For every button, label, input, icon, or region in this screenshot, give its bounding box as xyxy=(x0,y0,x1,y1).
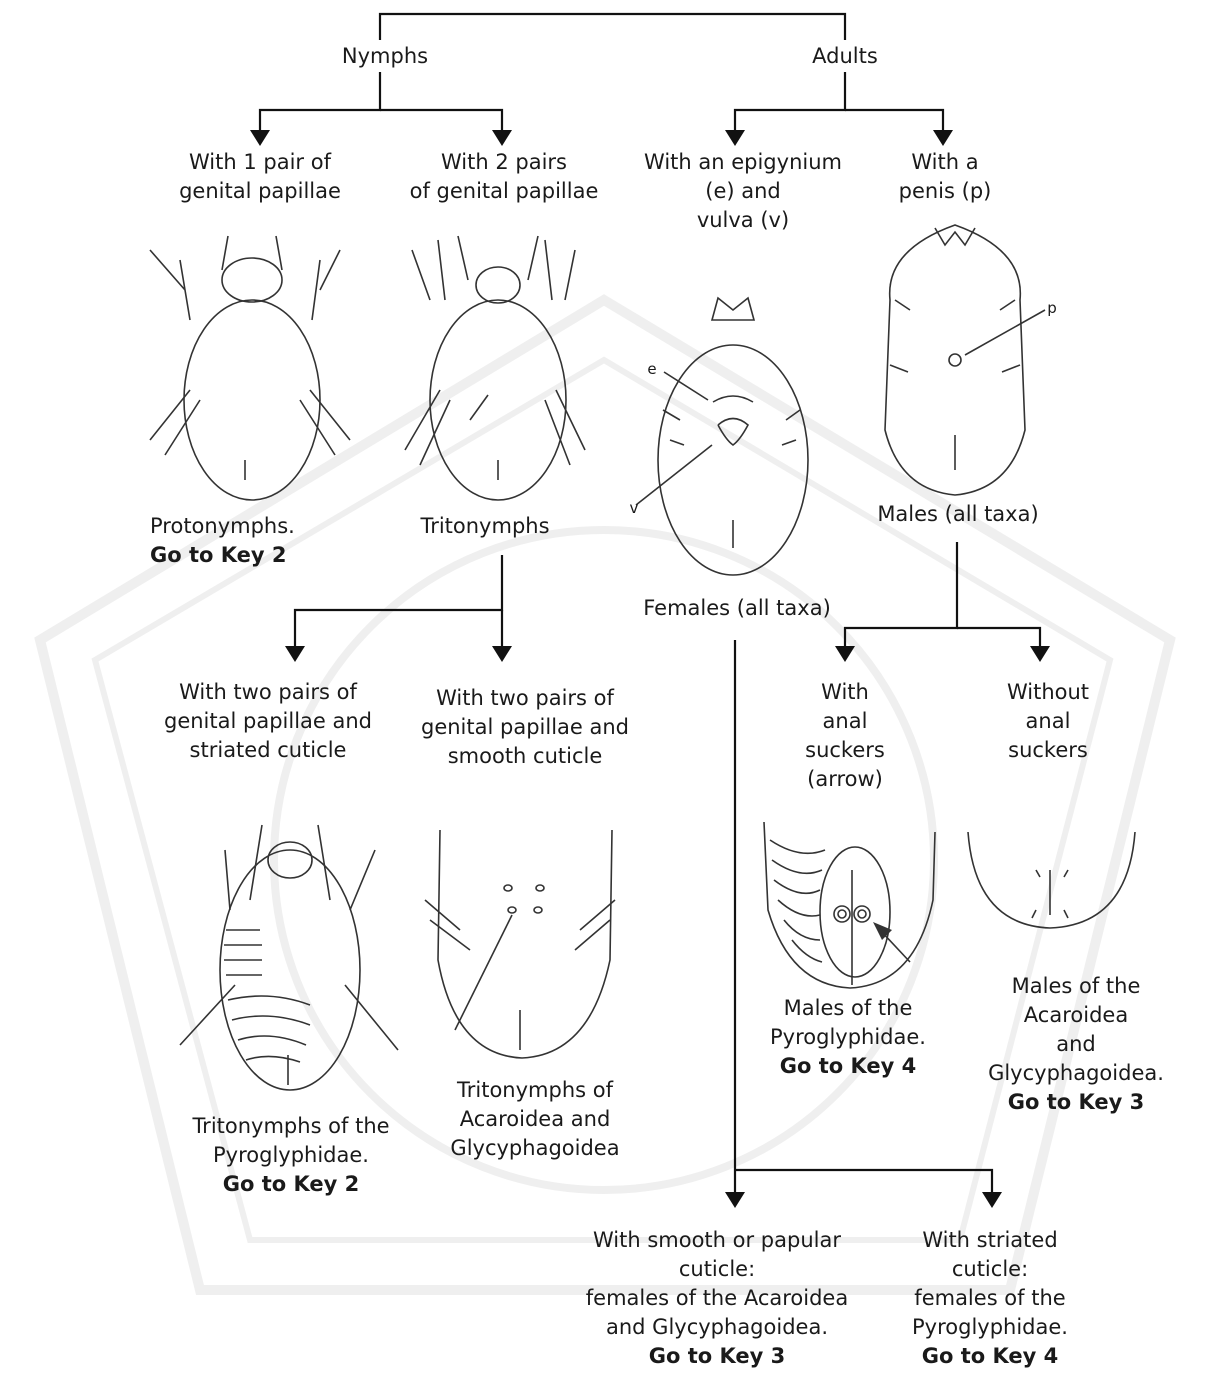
penis-fig-label: p xyxy=(1042,294,1062,323)
female-mite-drawing xyxy=(636,298,808,575)
males-pyro-key: Go to Key 4 xyxy=(760,1052,936,1081)
two-pairs-line: With 2 pairs xyxy=(390,148,618,177)
penis-line: With a xyxy=(880,148,1010,177)
epigynium-line: (e) and xyxy=(630,177,856,206)
with-suckers-line: anal xyxy=(790,707,900,736)
tritonymph-mite-drawing xyxy=(405,236,585,500)
protonymph-mite-drawing xyxy=(150,236,350,500)
males-acaro-line: and xyxy=(978,1030,1174,1059)
males-pyro-line: Pyroglyphidae. xyxy=(760,1023,936,1052)
without-suckers-line: anal xyxy=(988,707,1108,736)
smooth-line: smooth cuticle xyxy=(410,742,640,771)
females-smooth-line: and Glycyphagoidea. xyxy=(572,1313,862,1342)
e-label: e xyxy=(647,360,656,378)
females-smooth-line: cuticle: xyxy=(572,1255,862,1284)
trito-pyro-line: Pyroglyphidae. xyxy=(178,1141,404,1170)
epigynium-line: With an epigynium xyxy=(630,148,856,177)
anal-suckers-drawing xyxy=(764,822,935,988)
smooth-line: With two pairs of xyxy=(410,684,640,713)
adults-node: Adults xyxy=(790,42,900,71)
protonymphs-label: Protonymphs. xyxy=(150,512,330,541)
with-suckers-line: suckers xyxy=(790,736,900,765)
females-node: Females (all taxa) xyxy=(632,594,842,623)
penis-line: penis (p) xyxy=(880,177,1010,206)
with-suckers-line: (arrow) xyxy=(790,765,900,794)
striated-line: With two pairs of xyxy=(150,678,386,707)
smooth-node: With two pairs of genital papillae and s… xyxy=(410,684,640,771)
trito-pyro-line: Tritonymphs of the xyxy=(178,1112,404,1141)
one-pair-node: With 1 pair of genital papillae xyxy=(150,148,370,206)
striated-tritonymph-drawing xyxy=(180,825,398,1090)
females-smooth-line: females of the Acaroidea xyxy=(572,1284,862,1313)
females-striated-line: Pyroglyphidae. xyxy=(892,1313,1088,1342)
one-pair-line: With 1 pair of xyxy=(150,148,370,177)
trito-acaro-line: Glycyphagoidea xyxy=(430,1134,640,1163)
trito-acaro-node: Tritonymphs of Acaroidea and Glycyphagoi… xyxy=(430,1076,640,1163)
epigynium-fig-label: e xyxy=(642,355,662,384)
male-mite-drawing xyxy=(885,225,1045,495)
vulva-fig-label: v xyxy=(624,494,644,523)
striated-line: genital papillae and xyxy=(150,707,386,736)
males-node: Males (all taxa) xyxy=(870,500,1046,529)
nymphs-node: Nymphs xyxy=(330,42,440,71)
two-pairs-line: of genital papillae xyxy=(390,177,618,206)
one-pair-line: genital papillae xyxy=(150,177,370,206)
trito-pyro-key: Go to Key 2 xyxy=(178,1170,404,1199)
protonymphs-key: Go to Key 2 xyxy=(150,541,330,570)
males-acaro-line: Males of the xyxy=(978,972,1174,1001)
trito-pyro-node: Tritonymphs of the Pyroglyphidae. Go to … xyxy=(178,1112,404,1199)
striated-line: striated cuticle xyxy=(150,736,386,765)
epigynium-line: vulva (v) xyxy=(630,206,856,235)
penis-node: With a penis (p) xyxy=(880,148,1010,206)
females-smooth-line: With smooth or papular xyxy=(572,1226,862,1255)
females-smooth-node: With smooth or papular cuticle: females … xyxy=(572,1226,862,1371)
males-acaro-line: Acaroidea xyxy=(978,1001,1174,1030)
adults-label: Adults xyxy=(812,44,878,68)
trito-acaro-line: Tritonymphs of xyxy=(430,1076,640,1105)
trito-acaro-line: Acaroidea and xyxy=(430,1105,640,1134)
no-anal-suckers-drawing xyxy=(968,832,1135,928)
males-pyro-node: Males of the Pyroglyphidae. Go to Key 4 xyxy=(760,994,936,1081)
protonymphs-node: Protonymphs. Go to Key 2 xyxy=(150,512,330,570)
males-acaro-node: Males of the Acaroidea and Glycyphagoide… xyxy=(978,972,1174,1117)
p-label: p xyxy=(1047,299,1057,317)
females-striated-line: females of the xyxy=(892,1284,1088,1313)
females-striated-key: Go to Key 4 xyxy=(892,1342,1088,1371)
males-acaro-line: Glycyphagoidea. xyxy=(978,1059,1174,1088)
nymphs-label: Nymphs xyxy=(342,44,428,68)
smooth-tritonymph-drawing xyxy=(425,830,615,1058)
without-suckers-line: Without xyxy=(988,678,1108,707)
tritonymphs-label: Tritonymphs xyxy=(420,514,549,538)
females-striated-line: With striated xyxy=(892,1226,1088,1255)
without-suckers-line: suckers xyxy=(988,736,1108,765)
females-smooth-key: Go to Key 3 xyxy=(572,1342,862,1371)
without-suckers-node: Without anal suckers xyxy=(988,678,1108,765)
females-striated-line: cuticle: xyxy=(892,1255,1088,1284)
two-pairs-node: With 2 pairs of genital papillae xyxy=(390,148,618,206)
striated-node: With two pairs of genital papillae and s… xyxy=(150,678,386,765)
epigynium-node: With an epigynium (e) and vulva (v) xyxy=(630,148,856,235)
v-label: v xyxy=(630,499,639,517)
males-label: Males (all taxa) xyxy=(877,502,1038,526)
smooth-line: genital papillae and xyxy=(410,713,640,742)
females-striated-node: With striated cuticle: females of the Py… xyxy=(892,1226,1088,1371)
males-acaro-key: Go to Key 3 xyxy=(978,1088,1174,1117)
with-suckers-line: With xyxy=(790,678,900,707)
females-label: Females (all taxa) xyxy=(643,596,831,620)
with-suckers-node: With anal suckers (arrow) xyxy=(790,678,900,794)
tritonymphs-node: Tritonymphs xyxy=(400,512,570,541)
males-pyro-line: Males of the xyxy=(760,994,936,1023)
